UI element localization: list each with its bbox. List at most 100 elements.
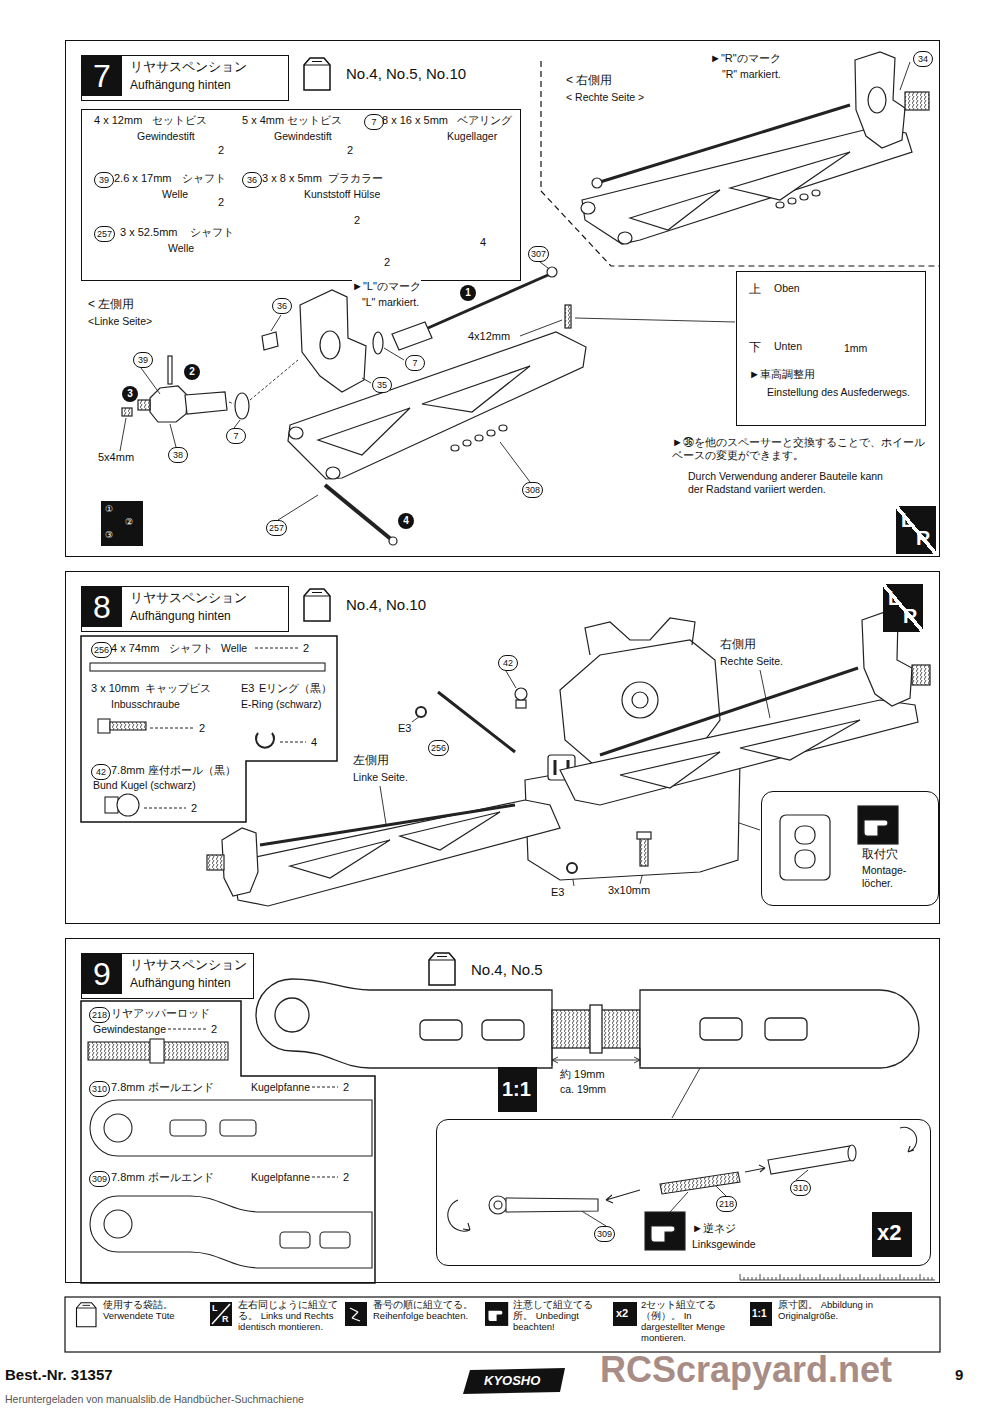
part-size: E3 xyxy=(551,886,564,899)
chassis-assembly xyxy=(400,812,500,850)
rear-arm-right xyxy=(868,87,886,113)
rear-arm-left xyxy=(320,331,340,359)
side-label: 上 xyxy=(749,282,761,296)
parts-drawing xyxy=(220,1120,256,1136)
order-icon: ①②③ xyxy=(101,501,143,546)
rear-arm-left xyxy=(326,467,340,479)
german-text: Kunststoff Hülse xyxy=(304,188,380,201)
exploded-rod-assembly xyxy=(848,1145,856,1161)
outline xyxy=(81,636,338,823)
quantity: 2 xyxy=(211,1023,217,1036)
parts-drawing xyxy=(98,719,110,733)
legend-bar xyxy=(210,1302,232,1326)
side-label: 下 xyxy=(749,340,761,354)
rear-arm-left xyxy=(122,267,586,545)
lr-letter: R xyxy=(222,1314,229,1325)
legend-bar xyxy=(613,1302,637,1326)
quantity-badge: x2 xyxy=(872,1212,912,1257)
callout-number: 7 xyxy=(226,428,246,444)
outline xyxy=(81,636,337,822)
callout-number: 38 xyxy=(168,447,188,463)
chassis-assembly xyxy=(585,618,695,655)
callout-number: 36 xyxy=(272,298,292,314)
exploded-rod-assembly xyxy=(606,1190,640,1203)
chassis-assembly xyxy=(222,828,258,896)
part-name: 約 19mm xyxy=(560,1068,605,1081)
side-label: 左側用 xyxy=(353,753,389,767)
part-size: 4x12mm xyxy=(468,330,510,343)
rear-arm-left xyxy=(185,392,227,414)
scale-text: 1:1 xyxy=(502,1077,531,1101)
exploded-rod-assembly xyxy=(489,1196,507,1214)
bag-icon xyxy=(304,58,330,90)
callout-number: 7 xyxy=(364,114,384,130)
parts-list: 4 x 12mmセットビスGewindestift25 x 4mmセットビスGe… xyxy=(81,109,521,281)
parts-drawing xyxy=(104,1114,132,1142)
order-number: ② xyxy=(125,517,133,528)
chassis-assembly xyxy=(600,668,858,755)
rear-arm-left xyxy=(373,332,383,354)
callout-number: 218 xyxy=(716,1196,737,1212)
german-text: Einstellung des Ausfederwegs. xyxy=(767,386,917,399)
legend-bar xyxy=(350,1308,360,1321)
german-text: "R" markiert. xyxy=(722,68,781,81)
german-text: "L" markiert. xyxy=(362,296,419,309)
leader-line xyxy=(250,360,298,400)
exploded-rod-assembly xyxy=(494,1201,502,1209)
rear-arm-right xyxy=(581,202,595,214)
quantity: 2 xyxy=(199,722,205,735)
quantity: 2 xyxy=(347,144,353,157)
german-text: Kugelpfanne xyxy=(251,1081,310,1094)
callout-number: 34 xyxy=(913,51,933,67)
step-title: Aufhängung hinten xyxy=(130,976,231,990)
order-number: ① xyxy=(105,504,113,515)
rear-arm-right xyxy=(905,92,929,110)
legend-text: 2セット組立てる（例）。 In dargestellter Menge mont… xyxy=(641,1300,744,1344)
german-text: <Linke Seite> xyxy=(88,315,152,328)
part-name: 7.8mm ボールエンド xyxy=(111,1081,214,1094)
lr-letter: L xyxy=(212,1303,218,1314)
callout-number: 39 xyxy=(133,352,153,368)
rear-arm-left xyxy=(499,425,507,431)
rear-arm-left xyxy=(428,275,548,328)
mounting-hole-detail xyxy=(858,806,898,844)
quantity-mark: x2 xyxy=(877,1220,901,1246)
quantity: 2 xyxy=(303,642,309,655)
german-text: Unten xyxy=(774,340,802,353)
part-name: ►㊱を他のスペーサーと交換することで、ホイールベースの変更ができます。 xyxy=(672,436,934,462)
leader-line xyxy=(672,1068,700,1118)
rear-arm-left xyxy=(487,430,495,436)
callout-number: 307 xyxy=(528,246,549,262)
german-text: Rechte Seite. xyxy=(720,655,783,668)
step-title: Aufhängung hinten xyxy=(130,609,231,623)
german-text: ca. 19mm xyxy=(560,1083,606,1096)
part-name: Eリング（黒） xyxy=(259,682,332,695)
german-text: Welle xyxy=(162,188,188,201)
rear-arm-left xyxy=(235,393,249,419)
callout-number: 256 xyxy=(428,740,449,756)
chassis-assembly xyxy=(516,700,526,708)
rear-arm-left xyxy=(389,537,397,545)
part-size: 5 x 4mm xyxy=(242,114,284,127)
parts-drawing xyxy=(105,797,118,813)
step-marker: 3 xyxy=(122,386,138,402)
part-size: 2.6 x 17mm xyxy=(114,172,171,185)
side-label: < 右側用 xyxy=(566,73,612,87)
callout-number: 310 xyxy=(89,1081,110,1097)
legend-text: 番号の順に組立てる。 Reihenfolge beachten. xyxy=(373,1300,479,1322)
part-size: E3 xyxy=(241,682,254,695)
callout-number: 309 xyxy=(89,1171,110,1187)
german-text: Oben xyxy=(774,282,800,295)
german-text: Montage- löcher. xyxy=(862,864,932,889)
parts-drawing xyxy=(90,1100,372,1156)
rear-arm-left xyxy=(422,366,530,412)
part-name: セットビス xyxy=(152,114,207,127)
part-name: ►車高調整用 xyxy=(749,368,815,381)
callout-number: 36 xyxy=(242,172,262,188)
ball-end-full-size xyxy=(590,1005,602,1053)
ball-end-full-size xyxy=(256,979,552,1068)
parts-drawing xyxy=(280,1232,310,1248)
part-name: 7.8mm 座付ボール（黒） xyxy=(111,764,236,777)
part-size: 3 x 52.5mm xyxy=(120,226,177,239)
legend-bar xyxy=(750,1302,772,1326)
